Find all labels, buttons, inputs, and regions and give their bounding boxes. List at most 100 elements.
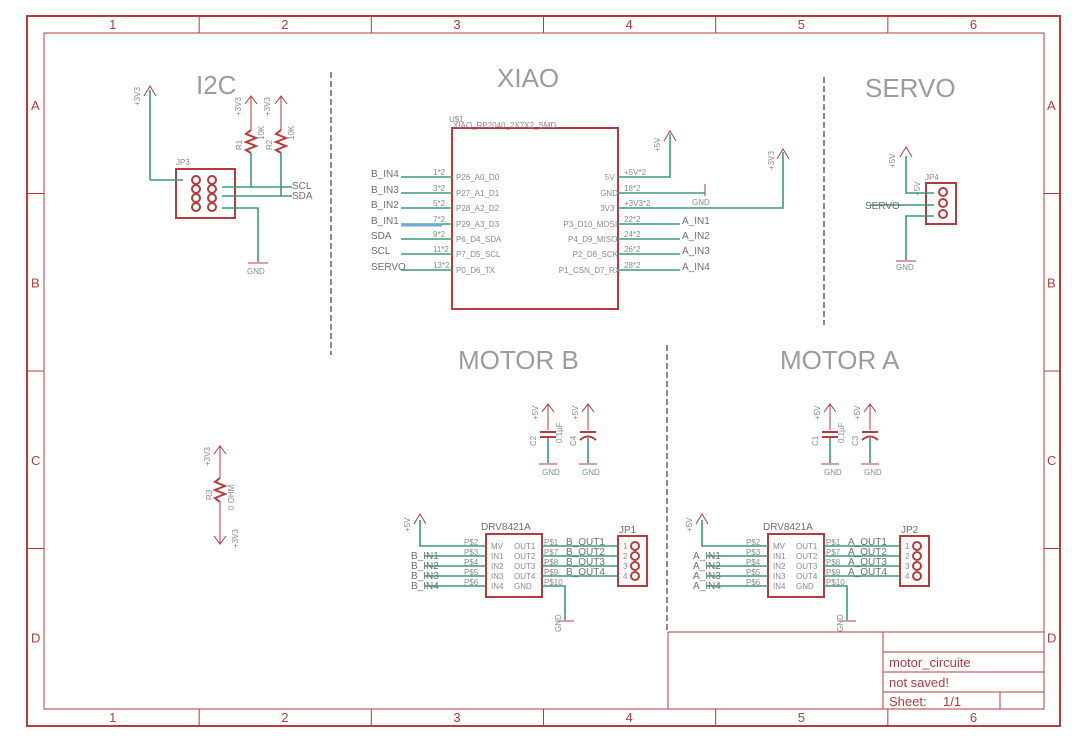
driver-right-pad: P$10 (826, 578, 845, 587)
section-title-servo: SERVO (865, 73, 956, 103)
i2c-supply-label: +3V3 (133, 87, 142, 106)
jp4-header[interactable] (925, 182, 957, 225)
jp4-pin-2 (938, 198, 948, 208)
section-title-i2c: I2C (196, 70, 236, 100)
grid-col-label-top: 2 (281, 17, 288, 32)
xiao-right-pin-number: +3V3*2 (624, 199, 651, 208)
motor-header[interactable] (617, 535, 648, 587)
cap-gnd-label: GND (582, 468, 600, 477)
jp4-pin-1 (938, 187, 948, 197)
driver-left-pin: IN2 (773, 562, 786, 571)
xiao-gnd-label: GND (692, 198, 710, 207)
xiao-right-pin-name: P1_CSN_D7_RX (559, 266, 621, 275)
r2-resistor[interactable] (273, 129, 289, 154)
xiao-left-pin-name: P28_A2_D2 (456, 204, 500, 213)
r3-resistor-group: +3V3 R3 0 OHM +3V3 (203, 445, 240, 548)
cap-plate-bottom[interactable] (579, 435, 597, 441)
xiao-right-pin-number: 22*2 (624, 215, 641, 224)
title-block-outer (667, 631, 1045, 710)
xiao-right-pin-name: 3V3 (600, 204, 615, 213)
i2c-section: JP3 +3V3 +3V3 R1 10K +3V3 R2 10K SCL SDA… (133, 85, 313, 276)
driver-left-pad: P$4 (464, 558, 479, 567)
xiao-left-net-label: SCL (371, 246, 391, 257)
xiao-5v-label: +5V (653, 137, 662, 152)
xiao-left-net-label: SERVO (371, 262, 406, 273)
xiao-left-pin-name: P6_D4_SDA (456, 235, 502, 244)
motor-header-pin (630, 551, 640, 561)
grid-col-label-bottom: 3 (453, 710, 460, 725)
r3-bottom-arrow (213, 535, 227, 545)
motor-header[interactable] (899, 535, 930, 587)
r3-resistor[interactable] (212, 477, 228, 503)
sda-net-label: SDA (292, 191, 313, 202)
driver-left-pad: P$3 (464, 548, 479, 557)
xiao-body[interactable] (451, 127, 619, 310)
grid-col-label-top: 1 (109, 17, 116, 32)
xiao-left-net-label: B_IN2 (371, 200, 399, 211)
grid-row-label-right: D (1047, 630, 1056, 645)
cap-plate-bottom[interactable] (861, 435, 879, 441)
driver-right-pin: GND (514, 582, 532, 591)
section-title-motor-a: MOTOR A (780, 345, 900, 375)
grid-row-label-left: D (31, 630, 40, 645)
grid-col-label-bottom: 5 (798, 710, 805, 725)
xiao-right-pin-number: 24*2 (624, 230, 641, 239)
xiao-right-pin-number: 28*2 (624, 261, 641, 270)
motor-header-pin-number: 4 (905, 572, 910, 581)
motor-header-pin (630, 571, 640, 581)
driver-left-pin: IN1 (491, 552, 504, 561)
grid-col-label-top: 3 (453, 17, 460, 32)
driver-in-net-label: B_IN1 (411, 551, 439, 562)
driver-out-net-label: B_OUT4 (566, 567, 605, 578)
cap-ref: C1 (811, 435, 820, 446)
driver-left-pin: IN2 (491, 562, 504, 571)
driver-out-net-label: B_OUT1 (566, 537, 605, 548)
motor-header-pin-number: 3 (623, 562, 628, 571)
grid-row-label-right: B (1047, 275, 1056, 290)
xiao-left-net-label: B_IN3 (371, 185, 399, 196)
motor-header-pin-number: 3 (905, 562, 910, 571)
driver-right-pin: OUT3 (514, 562, 536, 571)
driver-in-net-label: A_IN4 (693, 581, 721, 592)
servo-5v-arrow (899, 146, 913, 158)
cap-supply-label: +5V (813, 405, 822, 420)
scl-net-label: SCL (292, 181, 312, 192)
driver-mv-wire (701, 520, 768, 547)
driver-right-pin: GND (796, 582, 814, 591)
cap-ref: C4 (569, 435, 578, 446)
driver-left-pin: IN4 (491, 582, 504, 591)
xiao-left-pin-number: 7*2 (433, 215, 446, 224)
jp3-pin-hole (207, 202, 217, 212)
motor-header-pin (912, 561, 922, 571)
xiao-5v-wire (618, 134, 671, 178)
grid-row-label-right: A (1047, 98, 1056, 113)
jp3-pin-hole (191, 175, 201, 185)
driver-label: DRV8421A (763, 522, 813, 533)
servo-section: JP4 +5V +5V SERVO GND (865, 146, 957, 272)
cap-value: 0.1µF (555, 422, 564, 443)
jp3-header[interactable] (175, 168, 236, 219)
xiao-left-pin-number: 1*2 (433, 168, 446, 177)
xiao-3v3-wire (618, 152, 784, 209)
servo-gnd-label: GND (896, 263, 914, 272)
r3-bottom-label: +3V3 (231, 529, 240, 548)
grid-row-label-left: C (31, 453, 40, 468)
jp3-pin-hole (191, 184, 201, 194)
section-title-motor-b: MOTOR B (458, 345, 579, 375)
xiao-left-pin-number: 11*2 (433, 245, 449, 254)
driver-left-pad: P$6 (746, 578, 761, 587)
motor-header-pin (630, 561, 640, 571)
cap-gnd-label: GND (864, 468, 882, 477)
motor-header-label: JP1 (619, 525, 637, 536)
r1-resistor[interactable] (243, 129, 259, 154)
driver-left-pad: P$5 (746, 568, 761, 577)
driver-out-net-label: A_OUT4 (848, 567, 887, 578)
driver-right-pin: OUT2 (514, 552, 536, 561)
title-block[interactable]: motor_circuite not saved! Sheet: 1/1 (667, 631, 1045, 710)
driver-right-pin: OUT4 (514, 572, 536, 581)
driver-right-pad: P$10 (544, 578, 563, 587)
driver-out-net-label: A_OUT3 (848, 557, 887, 568)
driver-right-pin: OUT2 (796, 552, 818, 561)
driver-right-pad: P$7 (544, 548, 559, 557)
motor-header-pin-number: 1 (905, 542, 910, 551)
